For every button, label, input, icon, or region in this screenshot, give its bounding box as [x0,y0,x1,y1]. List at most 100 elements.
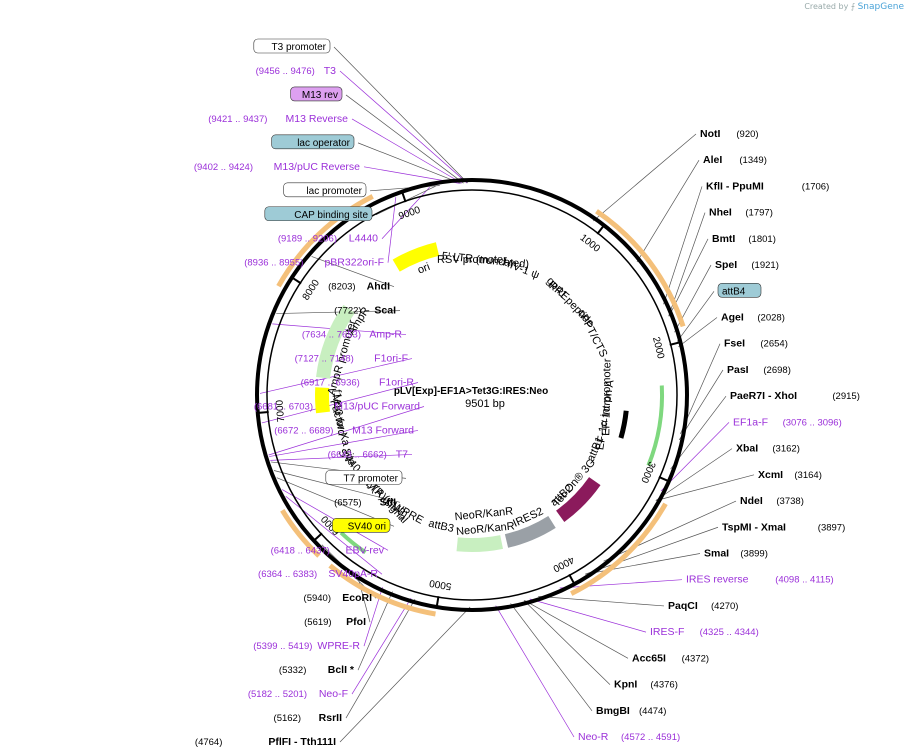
site-label: BmtI [712,233,735,245]
feature-tag [253,38,331,54]
feature-label: ori [416,261,432,277]
site-coordinate: (2654) [760,339,787,350]
feature-tag [325,470,403,485]
site-label: Acc65I [632,652,666,664]
tick-label: 9000 [397,205,422,223]
site-coordinate: (4474) [639,706,666,717]
site-label: NotI [700,128,720,140]
site-coordinate: (920) [736,129,758,140]
tick-label: 1000 [578,232,603,255]
feature-label: cPPT/CTS [575,308,609,360]
primer-label: EF1a-F [733,416,768,428]
feature-tag [717,283,762,298]
site-label: SfiI [380,496,396,508]
site-coordinate: (6575) [334,497,361,508]
leader-line [357,591,393,671]
tick-mark [312,532,323,543]
site-coordinate: (3076 .. 3096) [783,417,842,428]
site-coordinate: (9421 .. 9437) [208,114,267,125]
site-label: PasI [727,364,749,376]
leader-line [524,600,629,659]
primer-label: Neo-F [319,688,348,700]
primer-label: L4440 [349,233,378,245]
feature-tag-label: lac operator [297,138,350,149]
leader-line [663,186,703,305]
site-label: PaqCI [668,600,698,612]
leader-line [678,369,724,441]
feature-tag [283,182,367,198]
credit-brand: SnapGene [857,2,904,12]
feature-tag-label: SV40 ori [348,521,386,532]
leader-line [676,291,715,342]
leader-line [523,600,611,685]
site-coordinate: (5182 .. 5201) [248,689,307,700]
site-coordinate: (6917 .. 6936) [301,378,360,389]
tick-mark [435,596,440,609]
site-coordinate: (8203) [328,282,355,293]
tick-mark [669,340,682,346]
feature-arc [392,242,440,272]
site-label: AgeI [721,312,744,324]
primer-label: IRES-F [650,626,684,638]
feature-arc [646,385,665,467]
primer-label: M13/pUC Forward [334,400,420,412]
site-label: SpeI [715,259,737,271]
site-label: SmaI [704,547,729,559]
tick-label: 8000 [301,277,323,302]
site-coordinate: (3738) [776,496,803,507]
site-coordinate: (2698) [763,365,790,376]
site-label: XbaI [736,443,758,455]
tick-mark [256,410,269,414]
site-coordinate: (5332) [279,665,306,676]
site-coordinate: (6681 .. 6703) [254,401,313,412]
leader-line [538,596,665,607]
site-coordinate: (5619) [304,617,331,628]
leader-line [345,94,464,184]
tick-label: 2000 [650,336,666,361]
primer-label: T3 [324,65,336,77]
tick-label: 5000 [428,577,452,592]
tick-mark [400,190,407,203]
feature-arc [276,194,374,288]
site-coordinate: (1801) [748,234,775,245]
feature-arc [456,535,503,552]
feature-tag-label: T3 promoter [272,42,327,53]
leader-line [276,310,401,314]
feature-tag [290,86,343,102]
site-label: FseI [724,338,745,350]
site-label: NheI [709,207,732,219]
site-coordinate: (2028) [757,313,784,324]
site-coordinate: (1349) [739,155,766,166]
leader-line [333,46,468,184]
feature-arc [315,387,330,414]
leader-line [660,422,730,492]
site-coordinate: (1706) [802,181,829,192]
site-label: AleI [703,154,722,166]
leader-line [339,606,471,743]
site-coordinate: (9456 .. 9476) [256,66,315,77]
feature-arc [339,531,367,555]
outer-labels: NotI(920)AleI(1349)KflI - PpuMI(1706)Nhe… [194,38,860,748]
leader-line [268,406,425,456]
primer-label: T7 [396,448,408,460]
site-coordinate: (1921) [751,260,778,271]
site-coordinate: (4764) [195,737,222,748]
primer-label: F1ori-F [374,353,408,365]
plasmid-center: pLV[Exp]-EF1A>Tet3G:IRES:Neo 9501 bp [394,386,548,410]
site-label: KpnI [614,679,637,691]
credit-prefix: Created by [804,2,849,11]
site-coordinate: (7722) [334,306,361,317]
feature-tag-label: lac promoter [306,186,362,197]
feature-label: NeoR/KanR [456,520,516,538]
tick-label: 7000 [274,399,287,423]
tick-label: 3000 [638,460,657,485]
site-coordinate: (4572 .. 4591) [621,732,680,743]
site-coordinate: (7127 .. 7148) [295,354,354,365]
plasmid-name: pLV[Exp]-EF1A>Tet3G:IRES:Neo [394,386,548,397]
plasmid-backbone [255,178,689,612]
leader-line [603,500,737,562]
feature-label: attB3 [427,518,455,536]
primer-label: WPRE-R [317,640,360,652]
primer-label: EBV-rev [345,544,384,556]
